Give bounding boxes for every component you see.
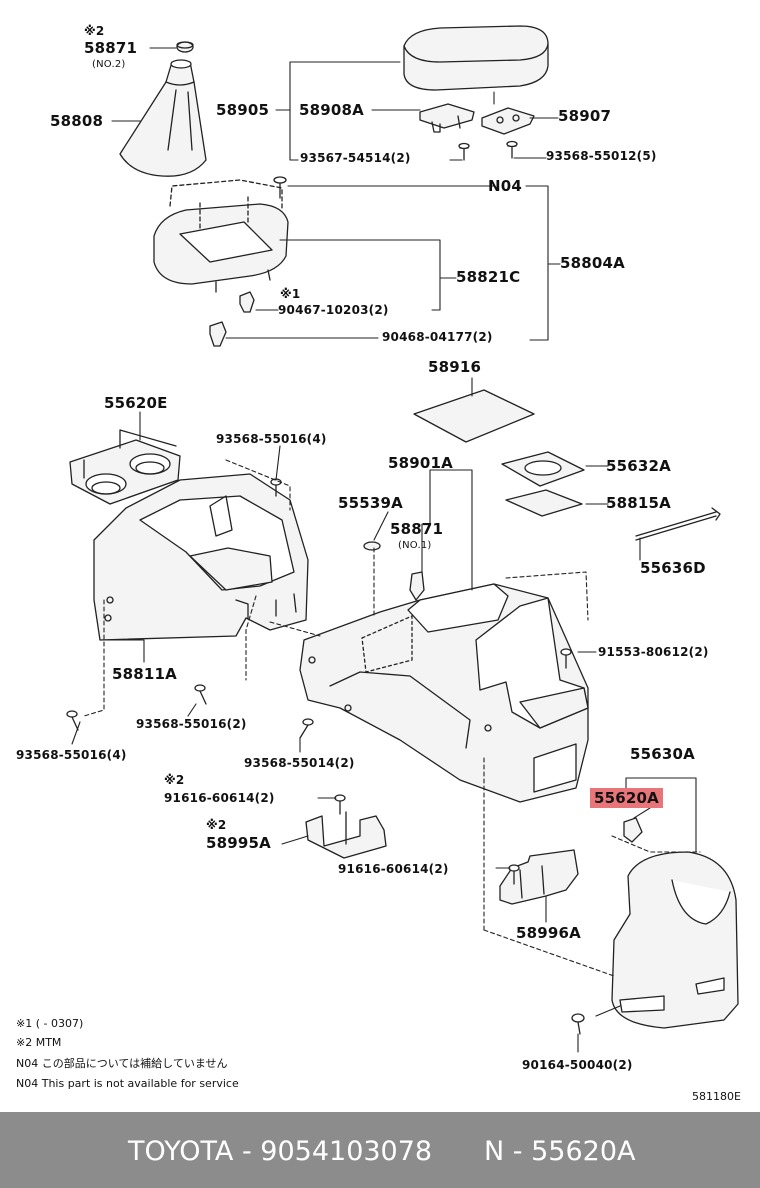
footer-bar: TOYOTA - 9054103078 N - 55620A [0,1112,760,1188]
part-58821C-label[interactable]: 58821C [456,268,521,286]
legend-note-2: ※2 MTM [16,1036,62,1049]
part-91616-60614-bottom-label[interactable]: 91616-60614(2) [338,862,449,876]
rod-55636D-illustration [635,507,721,541]
part-93567-54514-label[interactable]: 93567-54514(2) [300,151,411,165]
part-58916-label[interactable]: 58916 [428,358,482,376]
part-55620A-label-highlighted[interactable]: 55620A [590,788,663,808]
part-55630A-label[interactable]: 55630A [630,745,695,763]
shift-bezel-illustration [153,179,289,293]
part-58995A-label[interactable]: 58995A [206,834,271,852]
part-58871-mid-label[interactable]: 58871 [390,520,444,538]
part-58995A-note-mark: ※2 [206,818,227,832]
part-58808-label[interactable]: 58808 [50,112,104,130]
part-55539A-label[interactable]: 55539A [338,494,403,512]
diagram-code: 581180E [692,1090,741,1103]
part-58908A-label[interactable]: 58908A [299,101,364,119]
rear-cover-illustration [611,851,739,1029]
part-93568-55014-label[interactable]: 93568-55014(2) [244,756,355,770]
part-93568-55016-mid-label[interactable]: 93568-55016(2) [136,717,247,731]
part-91553-80612-label[interactable]: 91553-80612(2) [598,645,709,659]
part-90467-10203-label[interactable]: 90467-10203(2) [278,303,389,317]
footer-part-number: TOYOTA - 9054103078 [128,1136,433,1167]
part-58871-top-sub: (NO.2) [92,59,126,70]
armrest-pad-illustration [403,25,549,91]
main-console-illustration [299,583,589,803]
legend-note-1: ※1 ( - 0307) [16,1017,84,1030]
part-58804A-label[interactable]: 58804A [560,254,625,272]
screws-top-illustration [458,140,518,161]
part-93568-55012-label[interactable]: 93568-55012(5) [546,149,657,163]
part-58871-mid-sub: (NO.1) [398,540,432,551]
clip-90468-illustration [209,321,227,347]
part-90468-04177-label[interactable]: 90468-04177(2) [382,330,493,344]
part-55620E-label[interactable]: 55620E [104,394,168,412]
part-58815A-label[interactable]: 58815A [606,494,671,512]
bracket-58995A-illustration [305,811,387,859]
bracket-58996A-illustration [499,849,579,905]
screw-icons [66,478,585,1035]
screw-N04-illustration [273,176,287,199]
clip-90467-illustration [239,291,255,313]
plug-58871-illustration [176,41,194,53]
bracket-58907-illustration [481,107,535,135]
mat-55632A-illustration [501,451,585,487]
part-90467-note-mark: ※1 [280,287,301,301]
legend-note-3: N04 この部品については補給していません [16,1057,228,1070]
footer-part-ref: N - 55620A [484,1136,636,1167]
plug-58871-no1-illustration [409,571,425,601]
clip-55620A-illustration [623,817,643,843]
part-58907-label[interactable]: 58907 [558,107,612,125]
part-N04-label[interactable]: N04 [488,177,523,195]
part-91616-top-note-mark: ※2 [164,773,185,787]
leader-lines [71,47,701,1053]
part-58996A-label[interactable]: 58996A [516,924,581,942]
part-90164-50040-label[interactable]: 90164-50040(2) [522,1058,633,1072]
part-58905-label[interactable]: 58905 [216,101,270,119]
part-93568-55016-top-label[interactable]: 93568-55016(4) [216,432,327,446]
part-58871-note-mark: ※2 [84,24,105,38]
part-55636D-label[interactable]: 55636D [640,559,706,577]
shift-boot-illustration [119,59,207,177]
bracket-58908A-illustration [419,103,475,133]
plate-58916-illustration [413,389,535,443]
part-58901A-label[interactable]: 58901A [388,454,453,472]
part-91616-60614-top-label[interactable]: 91616-60614(2) [164,791,275,805]
legend-note-4: N04 This part is not available for servi… [16,1077,239,1090]
part-93568-55016-left-label[interactable]: 93568-55016(4) [16,748,127,762]
part-58871-top-label[interactable]: 58871 [84,39,138,57]
plug-55539A-illustration [363,541,381,551]
cup-holder-illustration [69,429,181,505]
diagram-drawing [66,25,739,1053]
parts-diagram: ※2 58871 (NO.2) 58808 58905 58908A 58907… [16,24,741,1103]
part-58811A-label[interactable]: 58811A [112,665,177,683]
mat-58815A-illustration [505,489,583,517]
part-55632A-label[interactable]: 55632A [606,457,671,475]
